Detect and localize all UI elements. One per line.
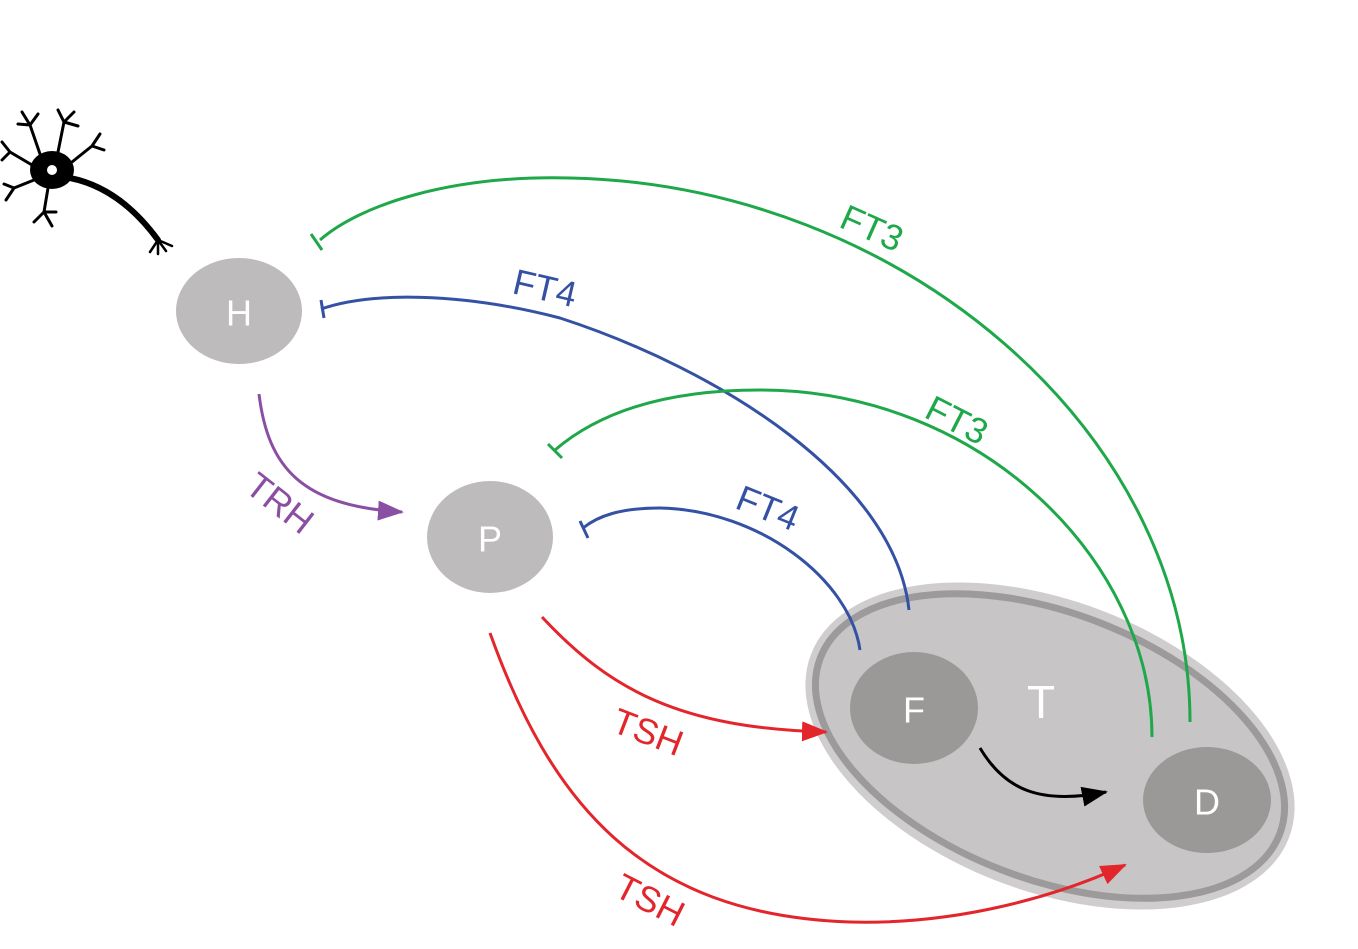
node-follicle-label: F [903, 690, 925, 731]
edge-ft3-to-p [554, 388, 1154, 738]
inhibition-bar-ft4-h [319, 299, 326, 319]
edge-ft3-to-p-label: FT3 [919, 387, 995, 453]
node-pituitary: P [427, 481, 553, 593]
edge-trh [257, 393, 404, 521]
node-deiodinase-label: D [1194, 782, 1220, 823]
edge-ft3-to-h-label: FT3 [834, 196, 909, 259]
edge-ft4-to-h [320, 295, 911, 611]
inhibition-bar-ft4-p [578, 520, 590, 539]
edge-trh-label: TRH [238, 464, 322, 542]
node-pituitary-label: P [478, 519, 502, 560]
edge-tsh-to-d [488, 632, 1127, 924]
edge-tsh-to-f [540, 615, 828, 742]
edge-tsh-to-d-label: TSH [609, 865, 692, 934]
node-follicle: F [850, 652, 978, 764]
node-thyroid-label: T [1027, 676, 1055, 728]
edge-ft4-to-h-label: FT4 [509, 261, 581, 315]
edge-ft4-to-p [582, 506, 862, 651]
neuron-icon [0, 108, 174, 256]
thyroid-gland [805, 582, 1295, 910]
edge-ft3-to-h [319, 176, 1192, 723]
inhibition-bar-ft3-p [546, 442, 564, 460]
node-hypothalamus: H [176, 258, 302, 364]
edge-ft4-to-p-label: FT4 [731, 477, 806, 539]
node-hypothalamus-label: H [226, 293, 252, 334]
node-deiodinase: D [1143, 747, 1271, 853]
edge-f-to-d [978, 747, 1108, 807]
inhibition-bar-ft3-h [309, 233, 324, 251]
